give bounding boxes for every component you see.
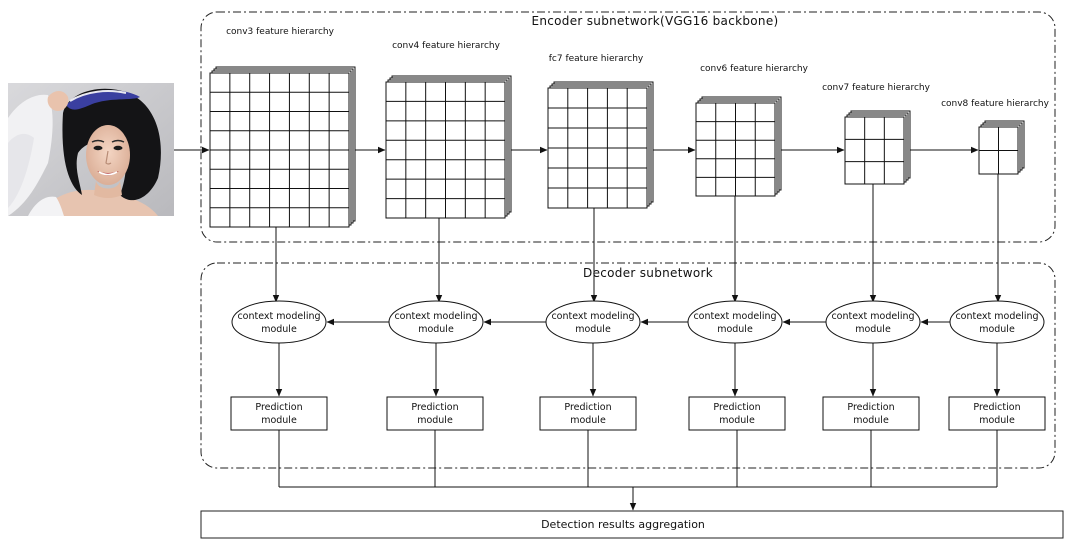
context-module-label: context modeling	[237, 311, 320, 322]
feature-map-front	[844, 116, 905, 185]
context-module-label: context modeling	[955, 311, 1038, 322]
input-image	[8, 83, 174, 216]
input-photo	[8, 83, 174, 216]
context-module-label: module	[418, 324, 454, 335]
feature-maps: conv3 feature hierarchy conv4 feature hie…	[209, 27, 1050, 228]
feature-map-label: conv4 feature hierarchy	[392, 41, 501, 51]
context-module-label: module	[575, 324, 611, 335]
prediction-module-label: module	[417, 415, 453, 426]
feature-map-3	[547, 81, 654, 209]
context-modeling-module	[388, 300, 484, 344]
feature-map-label: conv6 feature hierarchy	[700, 64, 809, 74]
context-module-label: context modeling	[551, 311, 634, 322]
feature-map-label: fc7 feature hierarchy	[549, 54, 644, 64]
feature-map-label: conv8 feature hierarchy	[941, 99, 1050, 109]
decoder-title: Decoder subnetwork	[583, 266, 713, 280]
prediction-module	[230, 396, 328, 431]
prediction-module-label: module	[570, 415, 606, 426]
context-modeling-module	[231, 300, 327, 344]
prediction-module-label: module	[979, 415, 1015, 426]
prediction-module-label: module	[853, 415, 889, 426]
context-module-label: module	[717, 324, 753, 335]
prediction-module-label: Prediction	[564, 402, 611, 413]
prediction-module	[948, 396, 1046, 431]
feature-map-4	[695, 96, 782, 197]
prediction-module-label: Prediction	[255, 402, 302, 413]
context-modeling-module	[825, 300, 921, 344]
context-module-label: module	[855, 324, 891, 335]
context-module-label: module	[261, 324, 297, 335]
aggregation-box	[200, 510, 1064, 539]
feature-map-label: conv7 feature hierarchy	[822, 83, 931, 93]
context-module-label: module	[979, 324, 1015, 335]
prediction-module-label: Prediction	[973, 402, 1020, 413]
prediction-module	[539, 396, 637, 431]
prediction-module-label: module	[261, 415, 297, 426]
prediction-module-label: module	[719, 415, 755, 426]
aggregation-label: Detection results aggregation	[541, 518, 705, 531]
modules: context modelingmodulePredictionmoduleco…	[230, 300, 1046, 431]
prediction-module	[688, 396, 786, 431]
prediction-module	[386, 396, 484, 431]
context-modeling-module	[949, 300, 1045, 344]
feature-map-1	[209, 66, 356, 228]
context-modeling-module	[545, 300, 641, 344]
feature-map-6	[978, 120, 1025, 175]
encoder-title: Encoder subnetwork(VGG16 backbone)	[531, 14, 778, 28]
feature-map-label: conv3 feature hierarchy	[226, 27, 335, 37]
context-modeling-module	[687, 300, 783, 344]
feature-map-2	[385, 75, 512, 219]
prediction-module-label: Prediction	[411, 402, 458, 413]
prediction-module-label: Prediction	[847, 402, 894, 413]
decoder-region	[200, 262, 1056, 469]
prediction-module-label: Prediction	[713, 402, 760, 413]
encoder-region	[200, 11, 1056, 243]
feature-map-5	[844, 110, 911, 185]
context-module-label: context modeling	[693, 311, 776, 322]
prediction-module	[822, 396, 920, 431]
context-module-label: context modeling	[831, 311, 914, 322]
context-module-label: context modeling	[394, 311, 477, 322]
connections	[174, 146, 1002, 511]
